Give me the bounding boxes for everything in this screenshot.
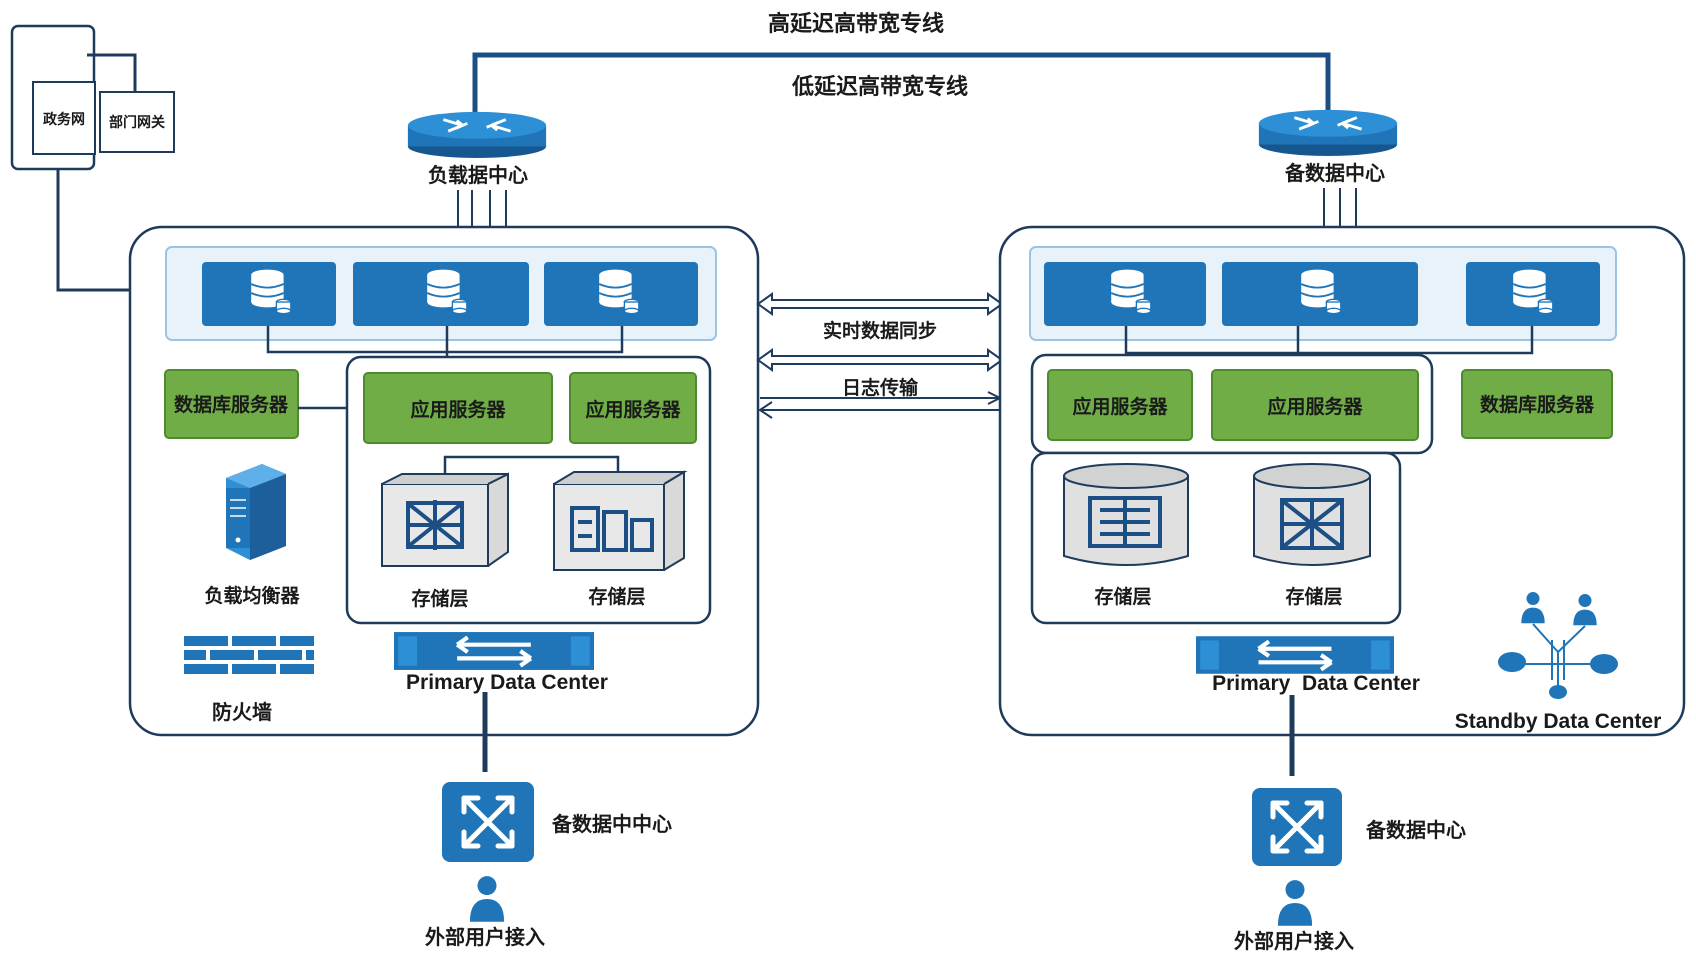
standby-switch-title: Primary Data Center	[1212, 672, 1420, 695]
primary-db-server[interactable]: 数据库服务器	[164, 369, 299, 439]
standby-db-node[interactable]	[1222, 262, 1418, 326]
primary-storage-label: 存储层	[411, 587, 468, 610]
primary-dc-title: Primary Data Center	[406, 671, 608, 694]
user-icon	[1277, 880, 1313, 926]
gateway-box	[99, 91, 175, 153]
primary-db-bus	[266, 326, 624, 360]
gateway-box-label: 部门网关	[109, 114, 165, 131]
standby-db-server[interactable]: 数据库服务器	[1461, 369, 1613, 439]
server-tower-icon	[226, 464, 286, 560]
primary-db-node[interactable]	[353, 262, 529, 326]
network-switch-icon[interactable]	[1196, 636, 1394, 674]
gov-network-box-label: 政务网	[43, 111, 85, 128]
router-icon	[1257, 108, 1399, 156]
primary-app-server-label: 应用服务器	[410, 398, 506, 421]
dedicated-line	[472, 52, 1331, 125]
primary-storage-label: 存储层	[588, 585, 645, 608]
legacy-network-group: 政务网 部门网关	[10, 24, 205, 292]
standby-app-server[interactable]: 应用服务器	[1211, 369, 1419, 441]
standby-db-bus	[1124, 326, 1534, 358]
primary-app-server[interactable]: 应用服务器	[363, 372, 553, 444]
primary-storage-unit[interactable]	[381, 472, 509, 567]
primary-app-server-label: 应用服务器	[585, 398, 681, 421]
primary-storage-unit[interactable]	[553, 470, 688, 571]
load-balancer-label: 负载均衡器	[204, 584, 300, 607]
primary-app-server[interactable]: 应用服务器	[569, 372, 697, 444]
left-router-label: 负载据中心	[428, 163, 528, 187]
primary-db-node[interactable]	[544, 262, 698, 326]
standby-dc-title: Standby Data Center	[1455, 710, 1662, 733]
primary-edge-label: 备数据中中心	[551, 812, 672, 836]
standby-db-node[interactable]	[1466, 262, 1600, 326]
standby-storage-unit[interactable]	[1253, 463, 1371, 566]
standby-storage-unit[interactable]	[1063, 463, 1189, 566]
standby-db-node[interactable]	[1044, 262, 1206, 326]
firewall-label: 防火墙	[212, 700, 272, 724]
primary-db-node[interactable]	[202, 262, 336, 326]
firewall-brick-icon	[184, 636, 314, 674]
standby-user-label: 外部用户接入	[1234, 929, 1354, 953]
standby-app-server-label: 应用服务器	[1267, 395, 1363, 418]
primary-app-bus	[443, 455, 620, 480]
right-router-label: 备数据中心	[1284, 161, 1385, 185]
standby-edge-label: 备数据中心	[1365, 818, 1466, 842]
gov-network-box	[32, 81, 96, 155]
standby-storage-label: 存储层	[1285, 585, 1342, 608]
standby-storage-label: 存储层	[1094, 585, 1151, 608]
standby-app-server-label: 应用服务器	[1072, 395, 1168, 418]
router-icon	[406, 110, 548, 158]
high-latency-link-label: 高延迟高带宽专线	[768, 11, 944, 37]
primary-db-server-label: 数据库服务器	[174, 393, 289, 416]
primary-edge-router[interactable]	[442, 782, 534, 862]
people-network-icon	[1498, 592, 1618, 699]
primary-user-label: 外部用户接入	[425, 925, 545, 949]
low-latency-link-label: 低延迟高带宽专线	[791, 74, 968, 100]
sync-label: 实时数据同步	[823, 319, 937, 342]
user-icon	[469, 876, 505, 922]
standby-app-server[interactable]: 应用服务器	[1047, 369, 1193, 441]
standby-db-server-label: 数据库服务器	[1480, 393, 1595, 416]
standby-edge-router[interactable]	[1252, 788, 1342, 866]
network-switch-icon[interactable]	[394, 632, 594, 670]
log-label: 日志传输	[842, 376, 919, 399]
